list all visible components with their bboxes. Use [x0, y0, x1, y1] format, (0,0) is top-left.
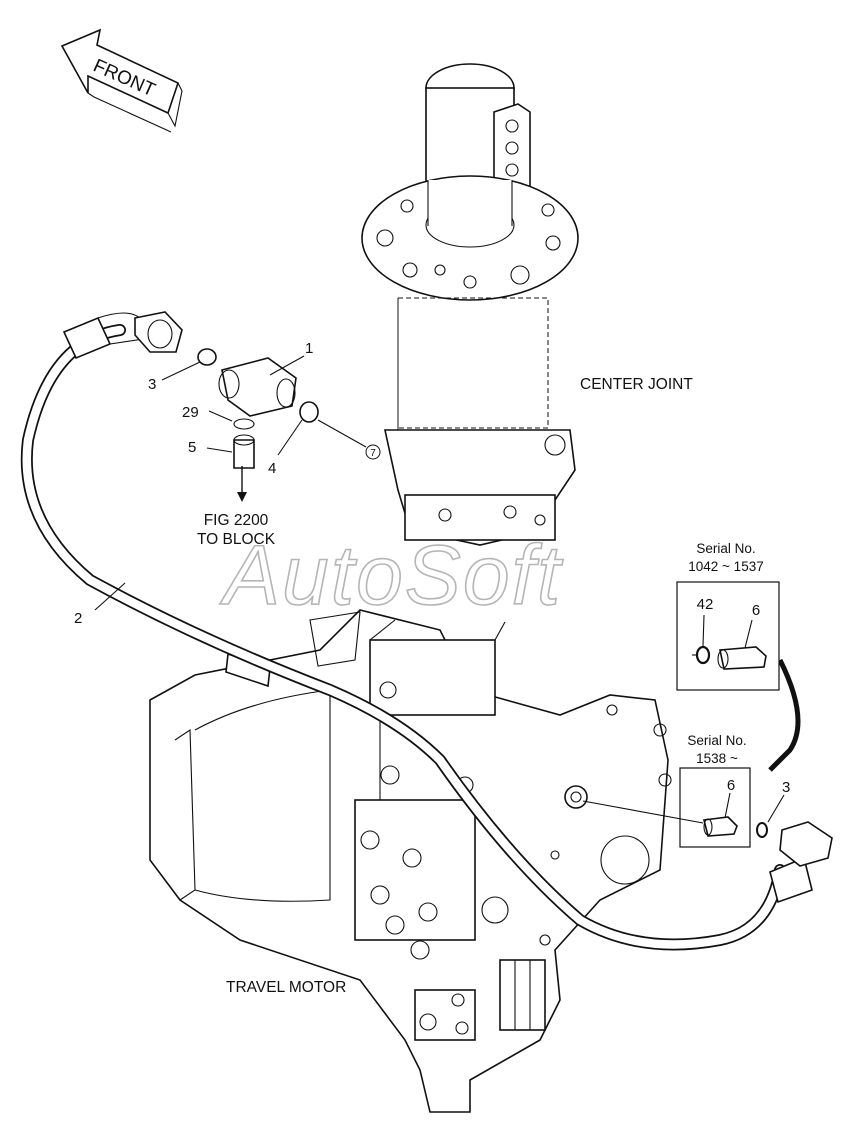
fig-reference-line1: FIG 2200 — [204, 512, 269, 529]
callout-part-29: 29 — [182, 404, 199, 421]
center-joint-label: CENTER JOINT — [580, 376, 693, 393]
watermark-text: AutoSoft — [219, 528, 564, 622]
callout-part-7: 7 — [370, 448, 376, 459]
callout-part-5: 5 — [188, 439, 196, 456]
travel-motor-label: TRAVEL MOTOR — [226, 979, 346, 996]
serial-box-1-part-42: 42 — [697, 596, 714, 613]
travel-motor-drawing — [149, 609, 672, 1113]
serial-box-1-title: Serial No. — [696, 541, 755, 556]
leader-lines — [94, 355, 785, 823]
serial-box-1-range: 1042 ~ 1537 — [688, 559, 763, 574]
serial-box-2-part-6: 6 — [727, 777, 735, 794]
serial-box-2-title: Serial No. — [687, 733, 746, 748]
serial-box-1042-1537: Serial No. 1042 ~ 1537 42 6 — [676, 541, 780, 691]
serial-box-1-part-6: 6 — [752, 602, 760, 619]
callout-part-3-right: 3 — [782, 779, 790, 796]
center-joint-drawing — [361, 63, 579, 546]
fig-reference-line2: TO BLOCK — [197, 531, 276, 548]
serial-box-1538: Serial No. 1538 ~ 6 — [582, 733, 751, 848]
callout-part-1: 1 — [305, 340, 313, 357]
callout-part-4: 4 — [268, 460, 276, 477]
front-direction-arrow: FRONT — [60, 28, 183, 133]
serial-box-2-range: 1538 ~ — [696, 751, 738, 766]
hose-assembly — [20, 311, 833, 951]
fitting-parts — [197, 348, 381, 502]
o-ring-part-3-right — [756, 822, 768, 838]
callout-part-3-top: 3 — [148, 376, 156, 393]
callout-part-2: 2 — [74, 610, 82, 627]
